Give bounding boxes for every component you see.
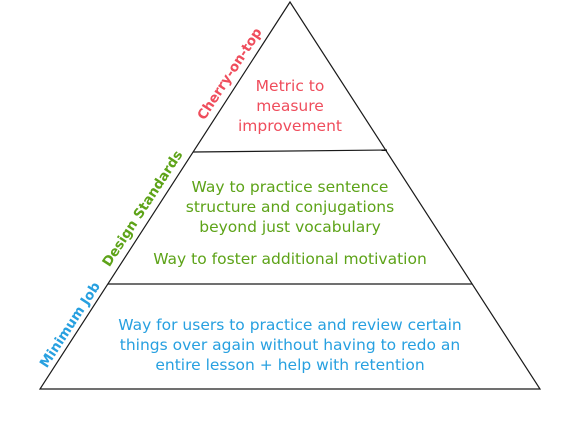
tier-bottom-text: Way for users to practice and review cer… (105, 315, 475, 375)
tier-bottom-line: entire lesson + help with retention (155, 356, 425, 374)
tier-top-line: measure (256, 97, 324, 115)
tier-middle-line: structure and conjugations (185, 198, 395, 216)
tier-middle-line: Way to practice sentence (191, 178, 389, 196)
tier-middle-line: Way to foster additional motivation (153, 250, 427, 268)
tier-middle-text-1: Way to practice sentence structure and c… (150, 177, 430, 237)
tier-bottom-line: things over again without having to redo… (119, 336, 461, 354)
tier-divider-top (192, 149, 388, 153)
tier-top-line: Metric to (255, 77, 325, 95)
tier-top-text: Metric to measure improvement (225, 76, 355, 136)
tier-bottom-line: Way for users to practice and review cer… (118, 316, 462, 334)
tier-middle-text-2: Way to foster additional motivation (140, 249, 440, 269)
tier-middle-line: beyond just vocabulary (199, 218, 381, 236)
tier-top-line: improvement (237, 117, 342, 135)
pyramid-triangle (38, 0, 542, 390)
